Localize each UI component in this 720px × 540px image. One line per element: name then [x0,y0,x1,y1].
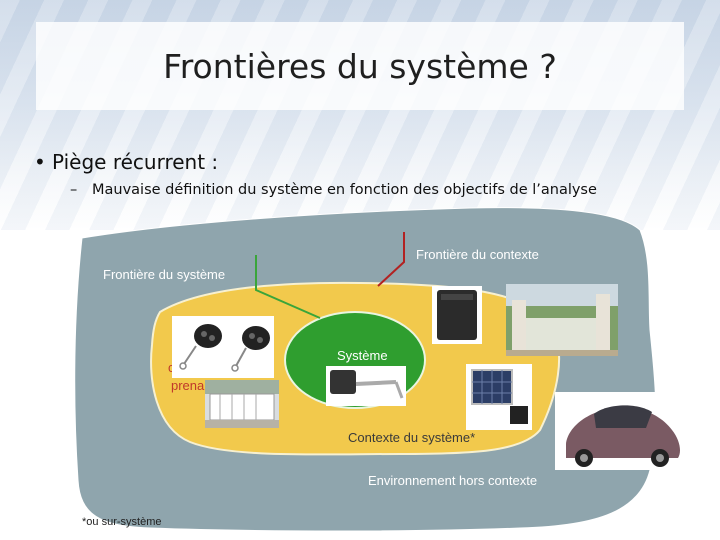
sub-bullet-item: –Mauvaise définition du système en fonct… [70,182,597,198]
car-image [555,392,685,470]
footnote: *ou sur-système [82,516,162,528]
gate-motor-image [326,366,406,406]
label-partial-2: prena [171,378,205,393]
system-boundary-pointer [255,255,321,319]
label-environnement: Environnement hors contexte [368,473,537,488]
context-boundary-pointer [377,232,405,287]
bullet-dot: • [34,150,46,174]
slide-title: Frontières du système ? [163,46,557,86]
label-frontiere-contexte: Frontière du contexte [416,247,539,262]
label-systeme: Système [337,348,388,363]
sub-bullet-dash: – [70,182,78,198]
remote-controls-image [172,316,274,378]
title-box: Frontières du système ? [36,22,684,110]
label-frontiere-systeme: Frontière du système [103,267,225,282]
portal-gate-image [205,380,279,428]
label-partial-1: c [168,360,175,375]
bullet-text: Piège récurrent : [52,150,219,174]
label-contexte: Contexte du système* [348,430,475,445]
stone-gate-image [506,284,618,356]
bullet-item: •Piège récurrent : [34,150,218,174]
solar-panel-image [466,364,532,430]
sub-bullet-text: Mauvaise définition du système en foncti… [92,182,597,198]
control-box-image [432,286,482,344]
